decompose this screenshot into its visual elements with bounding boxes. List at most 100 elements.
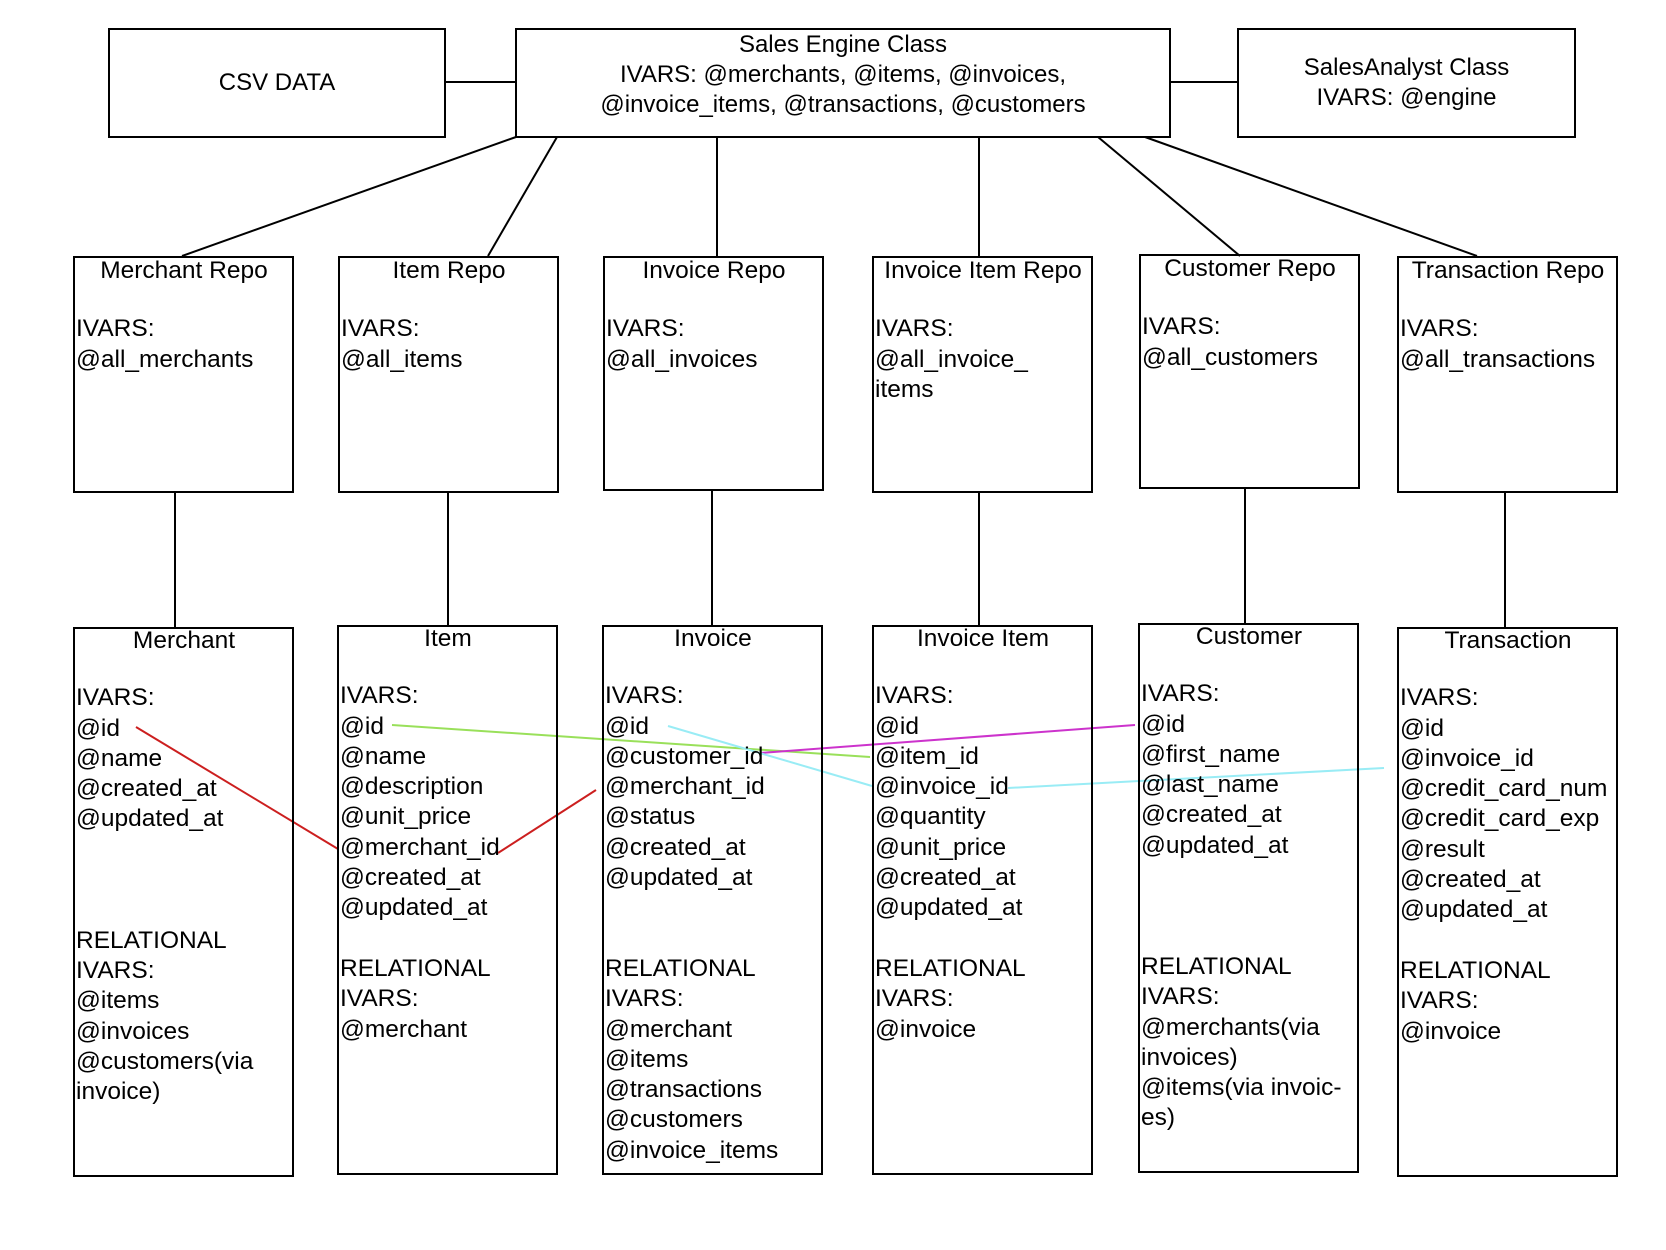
blank-line xyxy=(1400,284,1616,314)
customer-model-title: Customer xyxy=(1195,623,1303,650)
ivar-created-at: @created_at xyxy=(1141,801,1282,829)
blank-line xyxy=(1142,282,1358,312)
ivar-description: @description xyxy=(340,773,484,801)
ivar-merchant: @merchant xyxy=(340,1015,467,1043)
ivar-updated-at: @updated_at xyxy=(1141,831,1289,859)
section-label-ivars: IVARS: xyxy=(76,956,155,984)
customer-repo-title: Customer Repo xyxy=(1164,255,1336,282)
ivar-id: @id xyxy=(76,714,120,742)
ivar-result: @result xyxy=(1400,835,1485,863)
ivar-customer-id: @customer_id xyxy=(605,742,764,770)
section-label-relational: RELATIONAL xyxy=(1141,952,1292,980)
ivar-invoice-id: @invoice_id xyxy=(1400,744,1534,772)
transaction-repo-title: Transaction Repo xyxy=(1411,257,1605,284)
ivar-updated-at: @updated_at xyxy=(605,864,753,892)
engine-customer-repo-connector xyxy=(1097,136,1241,257)
invoice-item-model-title: Invoice Item xyxy=(916,625,1050,652)
ivar-created-at: @created_at xyxy=(340,864,481,892)
ivar-id: @id xyxy=(875,712,919,740)
section-label-relational: RELATIONAL xyxy=(875,954,1026,982)
blank-line xyxy=(76,865,292,895)
merchant-model-title: Merchant xyxy=(132,627,236,654)
engine-item-repo-connector xyxy=(487,136,558,257)
ivar-all-invoice: @all_invoice_ xyxy=(875,345,1028,373)
ivar-updated-at: @updated_at xyxy=(875,894,1023,922)
section-label-ivars: IVARS: xyxy=(340,682,419,710)
section-label-ivars: IVARS: xyxy=(605,682,684,710)
ivar-invoices: @invoices xyxy=(76,1017,190,1045)
ivar-updated-at: @updated_at xyxy=(1400,896,1548,924)
engine-transaction-repo-connector xyxy=(1144,136,1478,257)
section-label-ivars: IVARS: xyxy=(1142,313,1221,341)
ivar-invoice: @invoice xyxy=(875,1015,977,1043)
blank-line xyxy=(1400,653,1616,683)
ivar-items: @items xyxy=(605,1045,689,1073)
transaction-model-title: Transaction xyxy=(1444,627,1572,654)
ivar-created-at: @created_at xyxy=(605,833,746,861)
ivar-quantity: @quantity xyxy=(875,803,986,831)
sales-analyst-ivars: IVARS: @engine xyxy=(1316,84,1497,111)
section-label-relational: RELATIONAL xyxy=(1400,956,1551,984)
section-label-ivars: IVARS: xyxy=(875,682,954,710)
invoice-repo-title: Invoice Repo xyxy=(642,257,786,284)
merchant-id-link-line xyxy=(135,726,339,850)
ivar-created-at: @created_at xyxy=(875,864,1016,892)
blank-line xyxy=(76,895,292,925)
blank-line xyxy=(1400,926,1616,956)
section-label-ivars: IVARS: xyxy=(76,684,155,712)
ivar-last-name: @last_name xyxy=(1141,771,1279,799)
ivar-created-at: @created_at xyxy=(1400,866,1541,894)
section-label-ivars: IVARS: xyxy=(1400,315,1479,343)
ivar-all-items: @all_items xyxy=(341,345,463,373)
sales-engine-box: Sales Engine Class IVARS: @merchants, @i… xyxy=(515,28,1171,138)
blank-line xyxy=(605,924,821,954)
section-label-ivars: IVARS: xyxy=(341,315,420,343)
sales-engine-ivars-line: @invoice_items, @transactions, @customer… xyxy=(600,91,1086,118)
ivar-customers: @customers xyxy=(605,1106,743,1134)
ivar-invoice: @invoice xyxy=(1400,1017,1502,1045)
blank-line xyxy=(76,653,292,683)
section-label-invoices: invoices) xyxy=(1141,1043,1238,1071)
ivar-unit-price: @unit_price xyxy=(340,803,472,831)
ivar-merchant-id: @merchant_id xyxy=(605,773,765,801)
sales-engine-ivars-line: IVARS: @merchants, @items, @invoices, xyxy=(619,61,1067,88)
ivar-id: @id xyxy=(1400,714,1444,742)
ivar-id: @id xyxy=(1141,710,1185,738)
blank-line xyxy=(340,924,556,954)
ivar-id: @id xyxy=(605,712,649,740)
invoice-id-link-line xyxy=(667,725,873,787)
blank-line xyxy=(76,835,292,865)
section-label-ivars: IVARS: xyxy=(340,985,419,1013)
blank-line xyxy=(875,924,1091,954)
ivar-merchant-id: @merchant_id xyxy=(340,833,500,861)
item-model-title: Item xyxy=(424,625,472,652)
section-label-relational: RELATIONAL xyxy=(340,954,491,982)
ivar-invoice-items: @invoice_items xyxy=(605,1136,779,1164)
invoice-id-link-line xyxy=(1007,767,1385,789)
sales-engine-title: Sales Engine Class xyxy=(738,31,948,58)
section-label-relational: RELATIONAL xyxy=(76,926,227,954)
blank-line xyxy=(1141,891,1357,921)
sales-analyst-box: SalesAnalyst Class IVARS: @engine xyxy=(1237,28,1576,138)
csv-data-label: CSV DATA xyxy=(218,69,336,96)
blank-line xyxy=(76,284,292,314)
ivar-items: @items xyxy=(76,987,160,1015)
ivar-invoice-id: @invoice_id xyxy=(875,773,1009,801)
ivar-credit-card-num: @credit_card_num xyxy=(1400,775,1608,803)
ivar-all-transactions: @all_transactions xyxy=(1400,345,1596,373)
ivar-first-name: @first_name xyxy=(1141,740,1281,768)
section-label-ivars: IVARS: xyxy=(875,985,954,1013)
blank-line xyxy=(605,893,821,923)
section-label-invoice: invoice) xyxy=(76,1078,161,1106)
blank-line xyxy=(1141,649,1357,679)
